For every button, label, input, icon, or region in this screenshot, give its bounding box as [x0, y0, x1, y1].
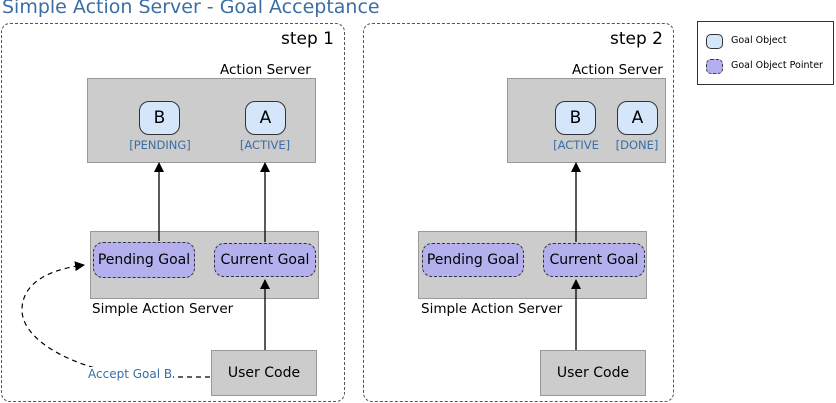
step2-pending-goal: Pending Goal: [422, 243, 524, 277]
step2-current-goal: Current Goal: [543, 243, 645, 277]
step2-goal-b-state: [ACTIVE: [553, 138, 599, 152]
step1-goal-b-state: [PENDING]: [129, 138, 191, 152]
step2-goal-a: A: [617, 101, 658, 135]
step2-label: step 2: [610, 29, 663, 49]
step1-accept-goal-label: Accept Goal B: [87, 367, 174, 381]
step2-simple-action-server-label: Simple Action Server: [421, 301, 563, 317]
step2-user-code: User Code: [540, 350, 646, 396]
step1-label: step 1: [281, 29, 334, 49]
step1-goal-b: B: [139, 101, 180, 135]
step2-goal-b: B: [555, 101, 596, 135]
legend-goal-pointer-swatch: [706, 59, 723, 74]
step1-accept-goal-arrow: [21, 261, 210, 378]
step1-panel: [1, 23, 345, 402]
step1-user-code: User Code: [211, 350, 317, 396]
step2-panel: [363, 23, 674, 402]
legend-goal-object-swatch: [706, 34, 723, 49]
step1-pending-goal: Pending Goal: [93, 242, 195, 278]
diagram-title: Simple Action Server - Goal Acceptance: [2, 0, 380, 18]
legend: Goal Object Goal Object Pointer: [697, 21, 834, 85]
step1-goal-a: A: [245, 101, 286, 135]
step1-current-goal: Current Goal: [214, 243, 316, 277]
step1-simple-action-server-label: Simple Action Server: [92, 301, 234, 317]
legend-goal-object-label: Goal Object: [731, 35, 787, 46]
legend-goal-pointer-label: Goal Object Pointer: [731, 60, 823, 71]
step2-action-server-label: Action Server: [572, 62, 663, 78]
step1-goal-a-state: [ACTIVE]: [239, 138, 291, 152]
step2-goal-a-state: [DONE]: [615, 138, 659, 152]
step1-action-server-label: Action Server: [220, 62, 311, 78]
